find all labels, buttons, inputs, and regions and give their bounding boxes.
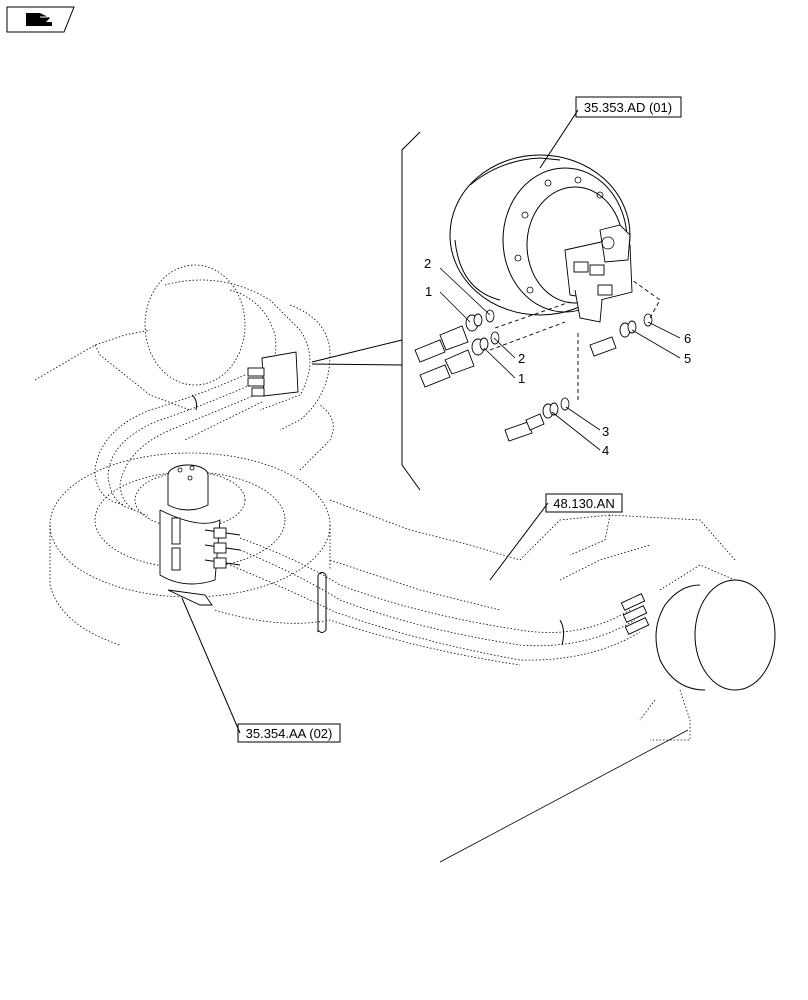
- callout-2-lower: 2: [518, 351, 525, 366]
- callout-1-upper: 1: [425, 284, 432, 299]
- hydraulic-hose-bundle: [94, 374, 641, 666]
- ref-box-travel-motor[interactable]: 35.353.AD (01): [575, 96, 682, 118]
- detail-bracket: [311, 131, 421, 491]
- callout-3: 3: [602, 424, 609, 439]
- right-motor-fittings: [620, 593, 650, 635]
- ref-label-swivel-joint[interactable]: 35.354.AA (02): [246, 726, 333, 741]
- ref-label-hose-group[interactable]: 48.130.AN: [553, 496, 614, 511]
- left-motor-fittings: [247, 351, 299, 397]
- callout-6: 6: [684, 331, 691, 346]
- swivel-joint: [159, 464, 241, 606]
- reference-leaders: [181, 109, 579, 734]
- ref-label-travel-motor[interactable]: 35.353.AD (01): [584, 100, 672, 115]
- callout-2-upper: 2: [424, 256, 431, 271]
- machine-frame-outline: [34, 264, 776, 863]
- ref-box-swivel-joint[interactable]: 35.354.AA (02): [237, 723, 341, 743]
- assembly-dash-lines: [489, 279, 661, 400]
- callout-leaders: [439, 267, 681, 451]
- travel-motor-detail: [449, 154, 633, 323]
- ref-box-hose-group[interactable]: 48.130.AN: [545, 493, 623, 513]
- callout-4: 4: [602, 443, 609, 458]
- callout-5: 5: [684, 351, 691, 366]
- next-page-hand-icon[interactable]: [6, 6, 75, 33]
- callout-1-lower: 1: [518, 371, 525, 386]
- fittings-and-orings: [414, 309, 653, 442]
